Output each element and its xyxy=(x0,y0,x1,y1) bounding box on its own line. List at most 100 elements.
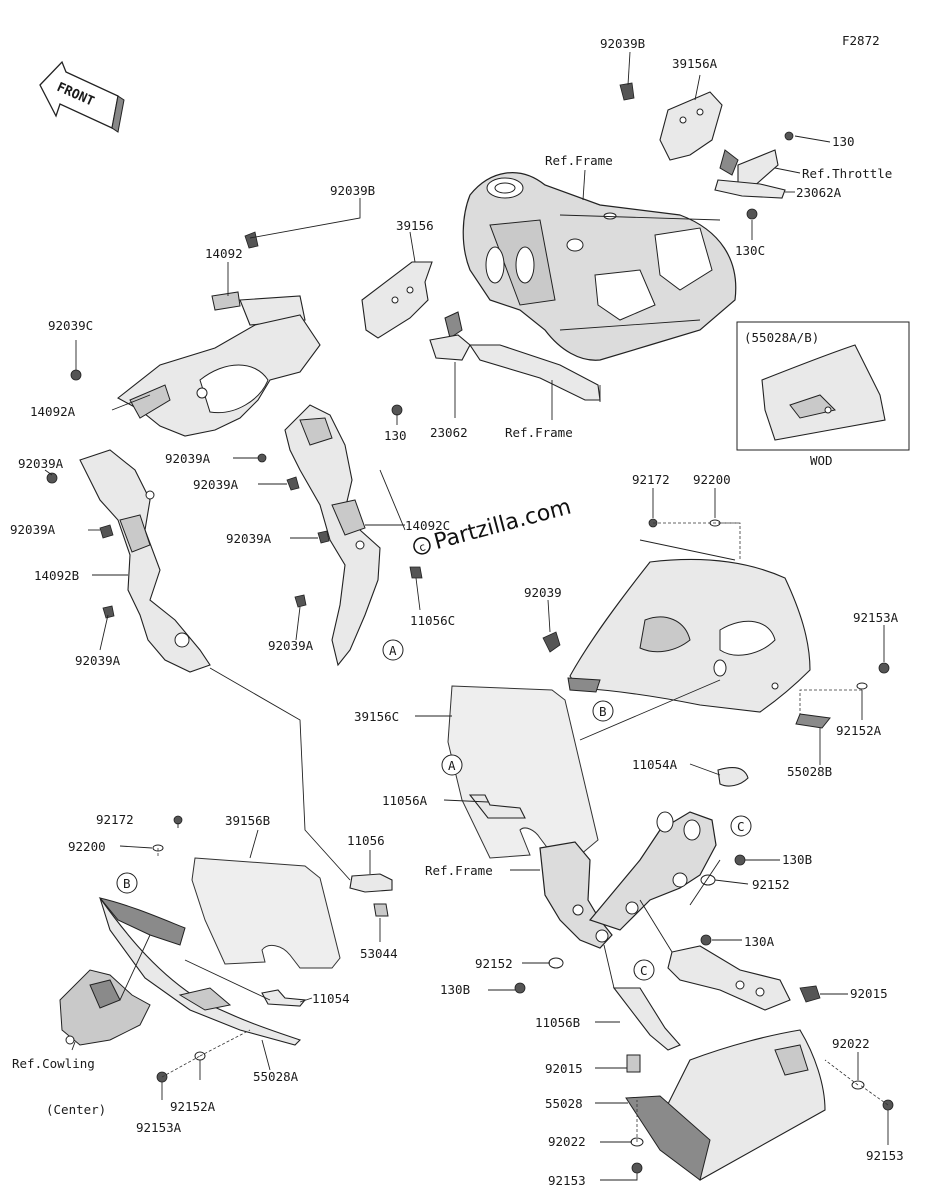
frame-tank-assembly xyxy=(462,172,737,361)
svg-text:A: A xyxy=(448,758,456,773)
callout-ref-frame: Ref.Frame xyxy=(425,863,493,878)
marker-C-1: C xyxy=(730,815,752,837)
callout-11054: 11054 xyxy=(312,991,350,1006)
svg-text:c: c xyxy=(418,540,427,554)
callout-labels: 92039B 39156A 130 Ref.Throttle 23062A 13… xyxy=(10,36,904,1188)
callout-92039A: 92039A xyxy=(18,456,64,471)
callout-92152: 92152 xyxy=(752,877,790,892)
callout-92172: 92172 xyxy=(632,472,670,487)
callout-14092B: 14092B xyxy=(34,568,79,583)
callout-ref-frame: Ref.Frame xyxy=(505,425,573,440)
callout-130B: 130B xyxy=(782,852,812,867)
stay-bracket-C xyxy=(667,945,791,1011)
callout-92153: 92153 xyxy=(548,1173,586,1188)
bracket-11054 xyxy=(261,989,307,1007)
callout-92022: 92022 xyxy=(548,1134,586,1149)
frame-lower-assembly xyxy=(539,811,717,949)
inset-wod: (55028A/B) WOD xyxy=(736,321,910,468)
callout-92039A: 92039A xyxy=(268,638,314,653)
callout-ref-frame: Ref.Frame xyxy=(545,153,613,168)
callout-130A: 130A xyxy=(744,934,775,949)
callout-92022: 92022 xyxy=(832,1036,870,1051)
bracket-39156 xyxy=(244,231,601,416)
callout-92153A: 92153A xyxy=(853,610,899,625)
callout-11056B: 11056B xyxy=(535,1015,580,1030)
fasteners xyxy=(46,369,894,1174)
callout-92039B: 92039B xyxy=(600,36,645,51)
svg-text:C: C xyxy=(640,963,648,978)
callout-39156C: 39156C xyxy=(354,709,399,724)
callout-92152: 92152 xyxy=(475,956,513,971)
callout-130: 130 xyxy=(384,428,407,443)
callout-92152A: 92152A xyxy=(170,1099,216,1114)
svg-text:B: B xyxy=(123,876,131,891)
callout-ref-cowling: Ref.Cowling xyxy=(12,1056,95,1071)
callout-23062: 23062 xyxy=(430,425,468,440)
callout-92039B: 92039B xyxy=(330,183,375,198)
callout-92039C: 92039C xyxy=(48,318,93,333)
callout-92039A: 92039A xyxy=(193,477,239,492)
svg-text:B: B xyxy=(599,704,607,719)
callout-130B: 130B xyxy=(440,982,470,997)
marker-B-2: B xyxy=(116,872,138,894)
lower-cowling-55028A xyxy=(98,897,302,1046)
callout-55028B: 55028B xyxy=(787,764,832,779)
callout-92015: 92015 xyxy=(545,1061,583,1076)
lower-cowling-55028 xyxy=(625,1029,826,1181)
marker-B-1: B xyxy=(592,700,614,722)
marker-C-2: C xyxy=(633,959,655,981)
bracket-11056B xyxy=(612,987,681,1051)
marker-A-2: A xyxy=(441,754,463,776)
svg-text:A: A xyxy=(389,643,397,658)
figure-code: F2872 xyxy=(842,33,880,48)
marker-A-1: A xyxy=(382,639,404,661)
callout-92039A: 92039A xyxy=(10,522,56,537)
callout-39156B: 39156B xyxy=(225,813,270,828)
bracket-55028B-small xyxy=(795,713,831,729)
callout-92200: 92200 xyxy=(68,839,106,854)
clip-11054A xyxy=(717,767,749,787)
inset-caption: WOD xyxy=(810,453,833,468)
side-cowling-55028B xyxy=(567,558,811,713)
ref-cowling-center xyxy=(59,969,151,1046)
leader-lines xyxy=(44,51,889,1181)
callout-39156: 39156 xyxy=(396,218,434,233)
callout-92200: 92200 xyxy=(693,472,731,487)
callout-53044: 53044 xyxy=(360,946,398,961)
callout-39156A: 39156A xyxy=(672,56,718,71)
callout-92172: 92172 xyxy=(96,812,134,827)
callout-130: 130 xyxy=(832,134,855,149)
watermark-text: Partzilla.com xyxy=(431,494,573,555)
callout-92039A: 92039A xyxy=(226,531,272,546)
callout-92153: 92153 xyxy=(866,1148,904,1163)
dashed-lines xyxy=(157,522,889,1142)
callout-11056: 11056 xyxy=(347,833,385,848)
callout-23062A: 23062A xyxy=(796,185,842,200)
bracket-11056A xyxy=(468,794,526,819)
callout-92039A: 92039A xyxy=(75,653,121,668)
callout-55028A: 55028A xyxy=(253,1069,299,1084)
callout-11056A: 11056A xyxy=(382,793,428,808)
callout-92015: 92015 xyxy=(850,986,888,1001)
inset-title: (55028A/B) xyxy=(744,330,819,345)
sheet-39156B xyxy=(191,857,341,969)
callout-92152A: 92152A xyxy=(836,723,882,738)
callout-11056C: 11056C xyxy=(410,613,455,628)
callout-14092C: 14092C xyxy=(405,518,450,533)
callout-14092: 14092 xyxy=(205,246,243,261)
callout-ref-throttle: Ref.Throttle xyxy=(802,166,892,181)
front-arrow-icon: FRONT xyxy=(39,60,125,133)
inner-panel-14092B xyxy=(79,449,211,673)
callout-55028: 55028 xyxy=(545,1096,583,1111)
callout-14092A: 14092A xyxy=(30,404,76,419)
inner-panel-14092A xyxy=(117,314,321,437)
callout-92039: 92039 xyxy=(524,585,562,600)
svg-text:C: C xyxy=(737,819,745,834)
callout-92153A: 92153A xyxy=(136,1120,182,1135)
duct-14092C xyxy=(284,404,381,667)
callout-130C: 130C xyxy=(735,243,765,258)
callout-11054A: 11054A xyxy=(632,757,678,772)
bracket-11056 xyxy=(349,873,393,917)
sheet-39156C xyxy=(447,685,599,859)
